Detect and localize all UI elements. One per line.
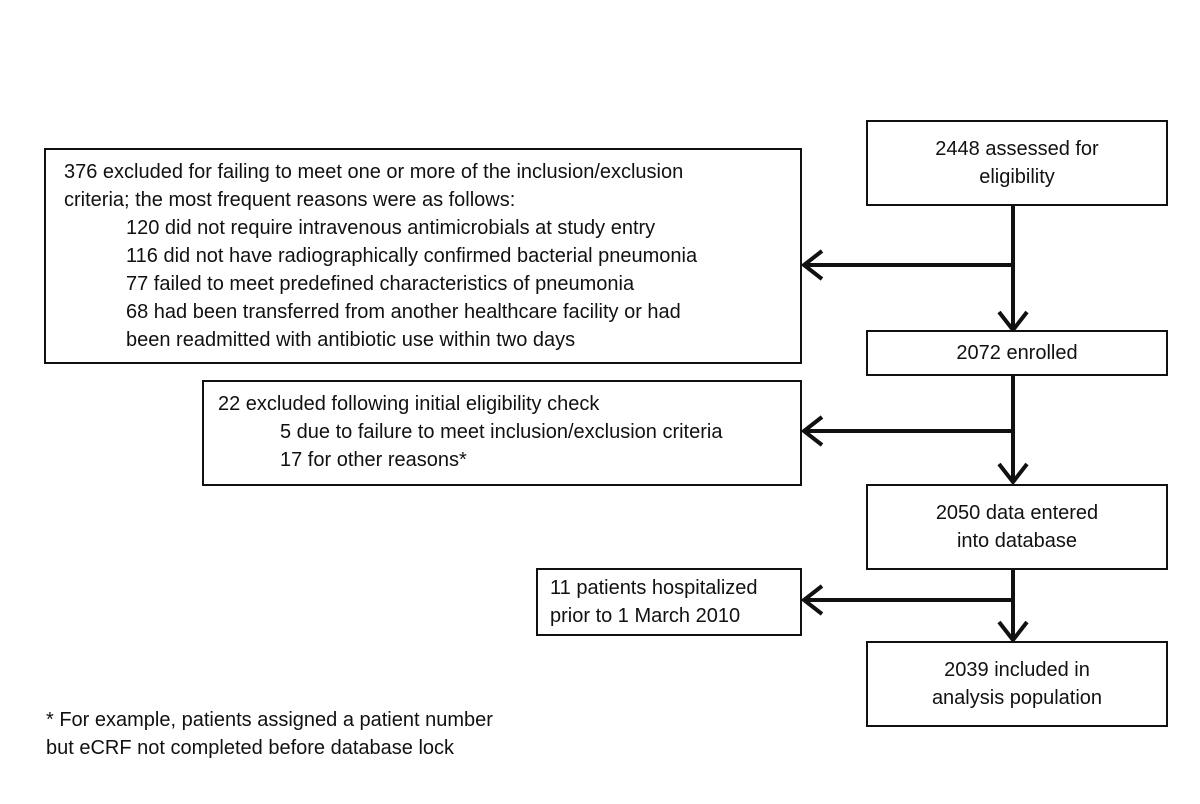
arrow-head-included xyxy=(997,620,1029,644)
arrow-head-third-exclusion xyxy=(800,584,824,616)
data-entered-line-2: into database xyxy=(956,530,1078,552)
footnote-line-2: but eCRF not completed before database l… xyxy=(46,737,455,759)
footnote: * For example, patients assigned a patie… xyxy=(46,706,493,762)
assessed-line-1: 2448 assessed for xyxy=(935,138,1099,160)
first-exclusion-reason-4: 68 had been transferred from another hea… xyxy=(126,301,681,323)
assessed-box: 2448 assessed for eligibility xyxy=(866,120,1168,206)
arrow-head-first-exclusion xyxy=(800,249,824,281)
first-exclusion-line-1: 376 excluded for failing to meet one or … xyxy=(64,161,684,183)
first-exclusion-reason-1: 120 did not require intravenous antimicr… xyxy=(126,217,656,239)
first-exclusion-line-2: criteria; the most frequent reasons were… xyxy=(64,189,516,211)
data-entered-line-1: 2050 data entered xyxy=(935,502,1099,524)
enrolled-box: 2072 enrolled xyxy=(866,330,1168,376)
third-exclusion-line-1: 11 patients hospitalized xyxy=(550,577,758,599)
second-exclusion-reason-1: 5 due to failure to meet inclusion/exclu… xyxy=(280,421,723,443)
arrow-head-second-exclusion xyxy=(800,415,824,447)
first-exclusion-reason-5: been readmitted with antibiotic use with… xyxy=(126,329,576,351)
arrow-head-data xyxy=(997,462,1029,486)
first-exclusion-box: 376 excluded for failing to meet one or … xyxy=(44,148,802,364)
footnote-line-1: * For example, patients assigned a patie… xyxy=(46,709,493,731)
third-exclusion-line-2: prior to 1 March 2010 xyxy=(550,605,741,627)
second-exclusion-box: 22 excluded following initial eligibilit… xyxy=(202,380,802,486)
second-exclusion-reason-2: 17 for other reasons* xyxy=(280,449,467,471)
included-line-1: 2039 included in xyxy=(944,659,1090,681)
assessed-line-2: eligibility xyxy=(979,166,1055,188)
first-exclusion-reason-3: 77 failed to meet predefined characteris… xyxy=(126,273,635,295)
enrolled-line-1: 2072 enrolled xyxy=(956,342,1078,364)
included-line-2: analysis population xyxy=(931,687,1103,709)
data-entered-box: 2050 data entered into database xyxy=(866,484,1168,570)
second-exclusion-line-1: 22 excluded following initial eligibilit… xyxy=(218,393,600,415)
included-box: 2039 included in analysis population xyxy=(866,641,1168,727)
third-exclusion-box: 11 patients hospitalized prior to 1 Marc… xyxy=(536,568,802,636)
first-exclusion-reason-2: 116 did not have radiographically confir… xyxy=(126,245,698,267)
